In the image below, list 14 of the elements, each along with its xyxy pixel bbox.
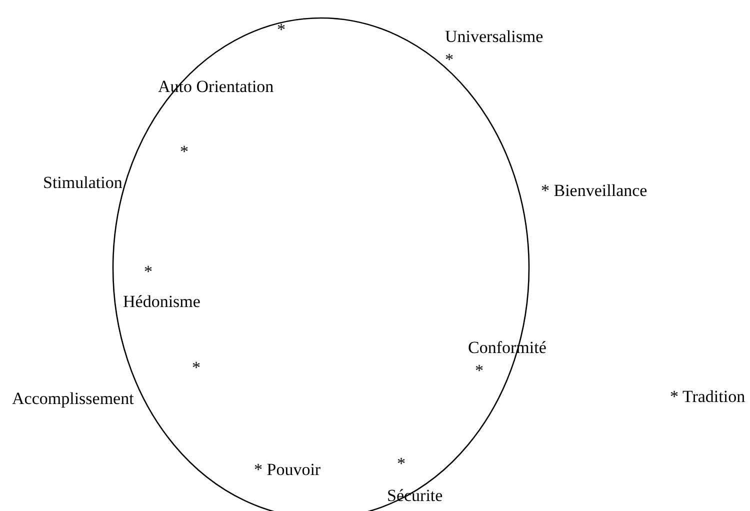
value-label: * — [277, 20, 286, 40]
value-label: Accomplissement — [12, 389, 134, 409]
value-label: Universalisme — [445, 27, 544, 47]
value-label: * — [180, 142, 188, 162]
value-label: * Bienveillance — [541, 181, 648, 201]
value-label: Hédonisme — [123, 292, 200, 312]
value-label: * — [445, 50, 454, 70]
value-label: * — [192, 358, 200, 378]
value-label: * — [144, 262, 152, 282]
value-label: * Tradition — [670, 387, 746, 407]
value-label: * — [397, 454, 406, 474]
value-label: Stimulation — [43, 173, 122, 193]
value-label: * — [475, 361, 484, 381]
value-label: * Pouvoir — [254, 460, 321, 480]
